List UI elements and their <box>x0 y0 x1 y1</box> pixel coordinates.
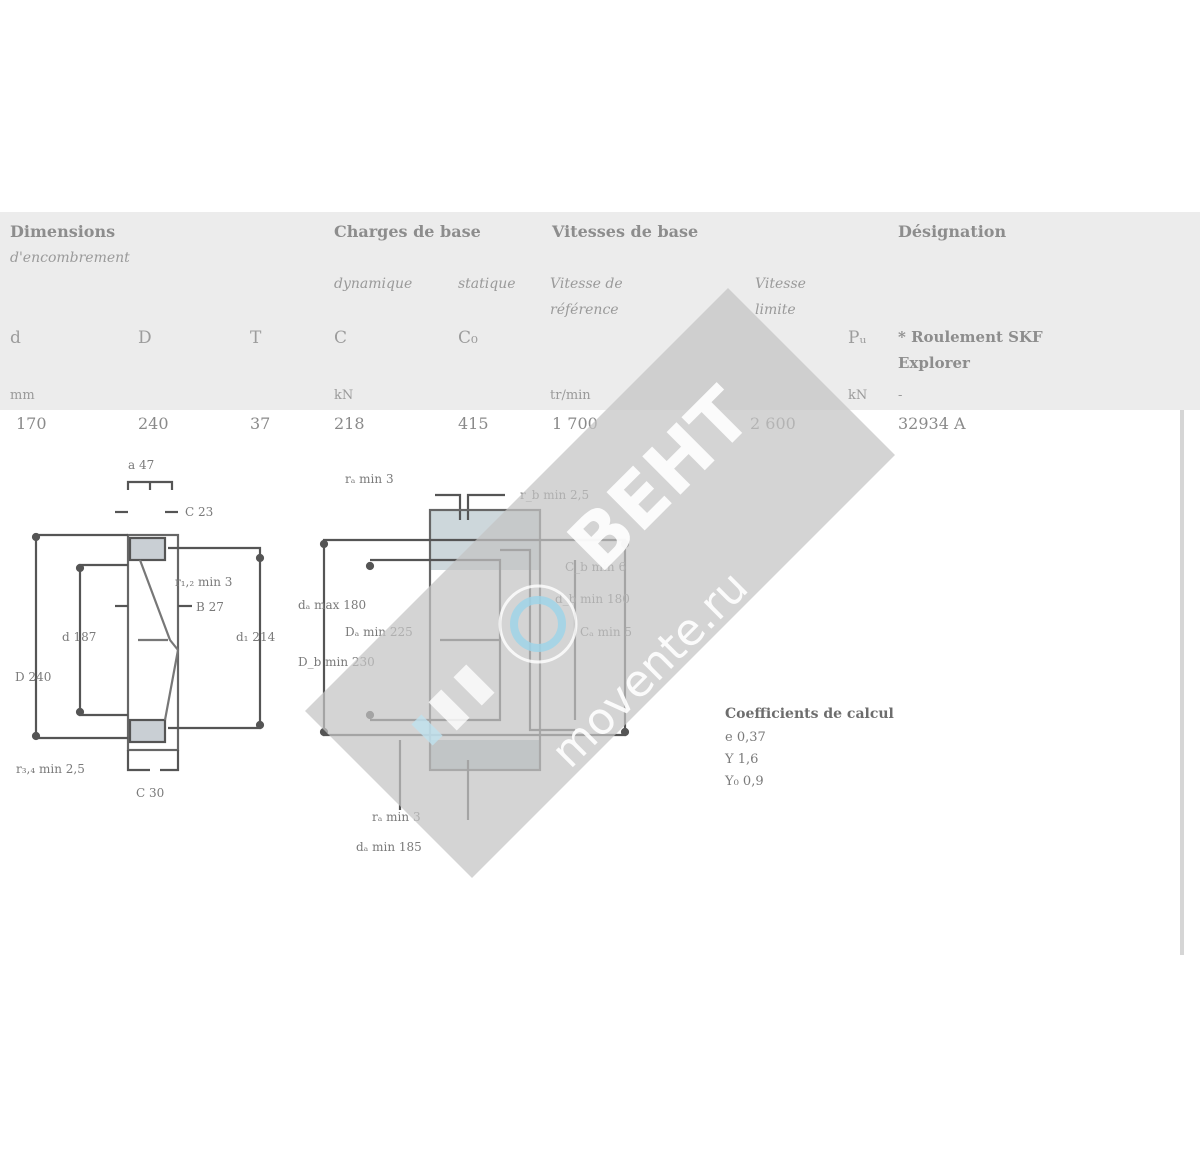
dim-ra-min-1: rₐ min 3 <box>345 472 394 486</box>
subheader-vitesse-ref-2: référence <box>550 302 619 318</box>
cell-designation[interactable]: 32934 A <box>898 414 966 433</box>
dim-Da-min: Dₐ min 225 <box>345 625 413 639</box>
symbol-D: D <box>138 328 152 348</box>
dim-r34: r₃,₄ min 2,5 <box>16 762 85 776</box>
dim-Db-min: D_b min 230 <box>298 655 375 669</box>
symbol-d: d <box>10 328 21 348</box>
symbol-C0: C₀ <box>458 328 478 348</box>
dim-ra-min-2: rₐ min 3 <box>372 810 421 824</box>
group-dimensions: Dimensions <box>10 222 116 241</box>
subheader-statique: statique <box>458 276 516 292</box>
symbol-Pu: Pᵤ <box>848 328 867 348</box>
cell-d: 170 <box>16 414 47 433</box>
cell-C: 218 <box>334 414 365 433</box>
cell-C0: 415 <box>458 414 489 433</box>
group-designation: Désignation <box>898 222 1007 241</box>
dim-db-min: d_b min 180 <box>555 592 630 606</box>
dim-D: D 240 <box>15 670 52 684</box>
dim-Ca-min: Cₐ min 5 <box>580 625 633 639</box>
dim-d: d 187 <box>62 630 97 644</box>
dim-Cb-min: C_b min 6 <box>565 560 627 574</box>
group-dimensions-sub: d'encombrement <box>10 250 130 266</box>
unit-kN-2: kN <box>848 388 868 403</box>
subheader-vitesse-lim-1: Vitesse <box>755 276 806 292</box>
subheader-dynamique: dynamique <box>334 276 413 292</box>
coefficient-Y: Y 1,6 <box>725 752 759 767</box>
dim-d1: d₁ 214 <box>236 630 276 644</box>
dim-C: C 30 <box>136 786 165 800</box>
designation-note-1: * Roulement SKF <box>898 328 1043 346</box>
dim-B: B 27 <box>196 600 224 614</box>
dim-a: a 47 <box>128 458 155 472</box>
bearing-section-drawing <box>31 480 265 772</box>
unit-tr-min: tr/min <box>550 388 591 403</box>
dim-da-min: dₐ min 185 <box>356 840 422 854</box>
cell-speed-ref: 1 700 <box>552 414 598 433</box>
table-header: Dimensions d'encombrement Charges de bas… <box>0 212 1200 410</box>
symbol-T: T <box>250 328 262 348</box>
symbol-C: C <box>334 328 348 348</box>
subheader-vitesse-lim-2: limite <box>755 302 796 318</box>
subheader-vitesse-ref-1: Vitesse de <box>550 276 623 292</box>
dim-da-max: dₐ max 180 <box>298 598 367 612</box>
cell-T: 37 <box>250 414 271 433</box>
cell-D: 240 <box>138 414 169 433</box>
unit-mm: mm <box>10 388 35 403</box>
designation-note-2: Explorer <box>898 354 970 372</box>
dim-rb-min: r_b min 2,5 <box>520 488 590 502</box>
coefficient-Y0: Y₀ 0,9 <box>725 774 764 789</box>
coefficient-e: e 0,37 <box>725 730 766 745</box>
coefficients-title: Coefficients de calcul <box>725 706 894 722</box>
group-charges: Charges de base <box>334 222 481 241</box>
group-vitesses: Vitesses de base <box>552 222 699 241</box>
dim-c: C 23 <box>185 505 214 519</box>
cell-speed-lim: 2 600 <box>750 414 796 433</box>
dim-r12: r₁,₂ min 3 <box>175 575 233 589</box>
unit-dash: - <box>898 388 903 403</box>
unit-kN: kN <box>334 388 354 403</box>
